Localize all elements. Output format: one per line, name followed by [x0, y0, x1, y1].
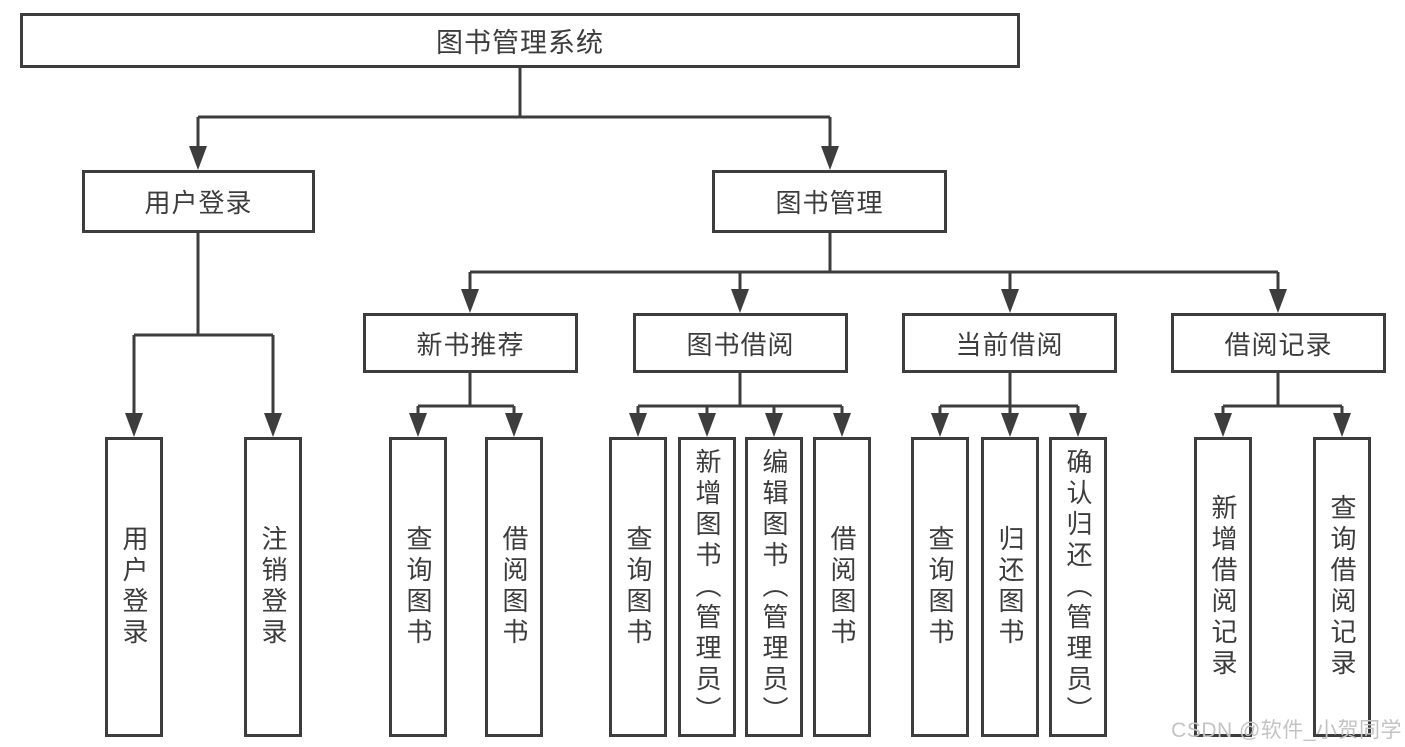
node-label: 借阅图书 — [499, 525, 529, 649]
node-label: 归还图书 — [995, 525, 1025, 649]
node-label: 注销登录 — [258, 525, 288, 649]
node-current-borrowing: 当前借阅 — [902, 313, 1117, 373]
leaf-add-book-admin: 新增图书（管理员） — [678, 437, 736, 737]
node-user-login: 用户登录 — [82, 170, 315, 233]
node-library-management-system: 图书管理系统 — [20, 13, 1020, 68]
node-label: 图书管理系统 — [436, 28, 604, 58]
node-borrowing-records: 借阅记录 — [1171, 313, 1386, 373]
node-label: 新书推荐 — [416, 329, 525, 360]
node-label: 图书借阅 — [686, 329, 795, 360]
leaf-edit-book-admin: 编辑图书（管理员） — [745, 437, 803, 737]
node-label: 当前借阅 — [955, 329, 1064, 360]
node-new-book-recommendation: 新书推荐 — [363, 313, 578, 373]
node-label: 用户登录 — [119, 525, 149, 649]
leaf-return-books: 归还图书 — [981, 437, 1039, 737]
leaf-borrow-books: 借阅图书 — [813, 437, 871, 737]
node-label: 新增图书（管理员） — [692, 447, 722, 727]
node-label: 查询图书 — [623, 525, 653, 649]
leaf-borrow-books-recommend: 借阅图书 — [485, 437, 543, 737]
node-label: 编辑图书（管理员） — [759, 447, 789, 727]
node-label: 借阅记录 — [1224, 329, 1333, 360]
leaf-add-borrow-record: 新增借阅记录 — [1194, 437, 1252, 737]
node-label: 图书管理 — [775, 188, 884, 218]
node-book-management: 图书管理 — [712, 170, 947, 233]
node-label: 新增借阅记录 — [1208, 494, 1238, 680]
node-label: 用户登录 — [144, 188, 253, 218]
node-label: 查询借阅记录 — [1327, 494, 1357, 680]
node-label: 查询图书 — [403, 525, 433, 649]
node-book-borrowing: 图书借阅 — [633, 313, 848, 373]
node-label: 查询图书 — [925, 525, 955, 649]
leaf-user-login: 用户登录 — [105, 437, 163, 737]
leaf-query-books-borrow: 查询图书 — [609, 437, 667, 737]
leaf-logout: 注销登录 — [244, 437, 302, 737]
leaf-query-books-current: 查询图书 — [911, 437, 969, 737]
node-label: 借阅图书 — [827, 525, 857, 649]
leaf-query-books-recommend: 查询图书 — [389, 437, 447, 737]
leaf-query-borrow-record: 查询借阅记录 — [1313, 437, 1371, 737]
leaf-confirm-return-admin: 确认归还（管理员） — [1049, 437, 1107, 737]
node-label: 确认归还（管理员） — [1063, 447, 1093, 727]
